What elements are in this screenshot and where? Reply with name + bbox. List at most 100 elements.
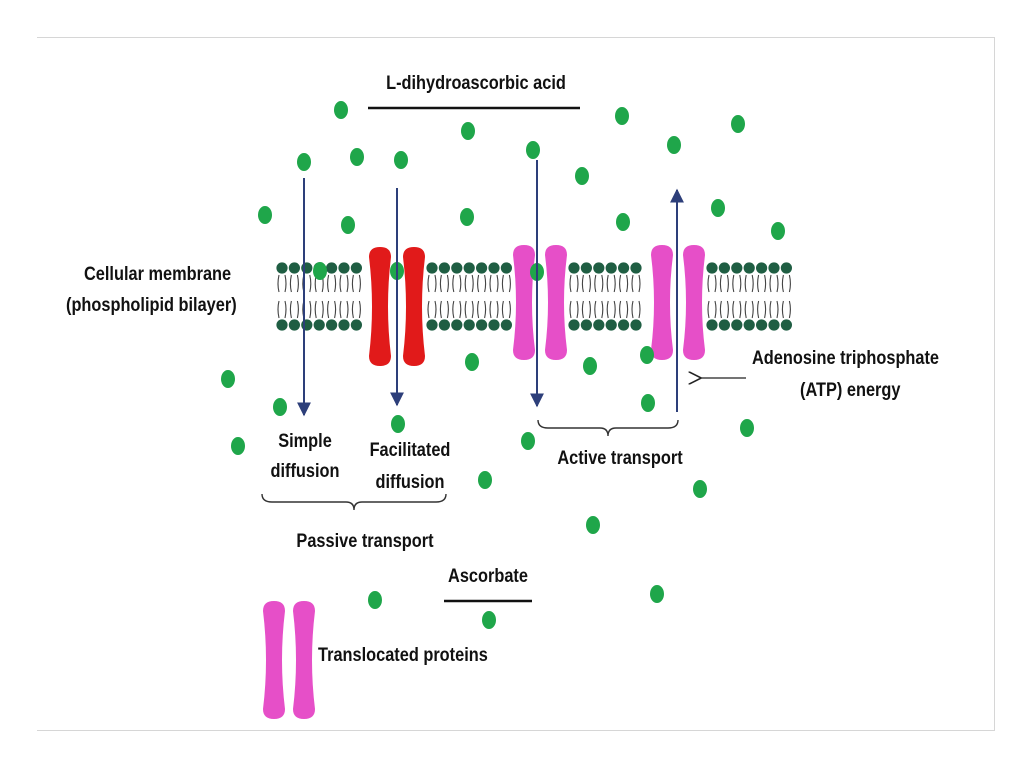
lipid-tail-lower [744, 300, 754, 319]
lipid-tail-upper [327, 274, 337, 293]
lipid-head-upper [350, 262, 362, 274]
lipid-head-lower [618, 319, 630, 331]
lipid-tail-lower [732, 300, 742, 319]
active-transport-label: Active transport [557, 448, 683, 469]
molecule-icon [465, 353, 479, 371]
molecule-icon [478, 471, 492, 489]
molecule-icon [731, 115, 745, 133]
lipid-tail-upper [594, 274, 604, 293]
membrane-label-line2: (phospholipid bilayer) [66, 295, 237, 316]
lipid-tail-lower [427, 300, 437, 319]
molecule-icon [615, 107, 629, 125]
lipid-tail-upper [619, 274, 629, 293]
channel-proteins [263, 245, 705, 719]
molecule-icon [460, 208, 474, 226]
molecule-icon [771, 222, 785, 240]
molecule-icon [297, 153, 311, 171]
lipid-head-lower [780, 319, 793, 331]
lipid-head-lower [580, 319, 593, 331]
facilitated-diffusion-label-line1: Facilitated [369, 440, 451, 461]
lipid-head-upper [451, 262, 463, 274]
lipid-tail-upper [757, 274, 767, 293]
lipid-tail-lower [606, 300, 616, 319]
lipid-head-lower [288, 319, 300, 331]
lipid-head-lower [438, 319, 450, 331]
channel-lobe [683, 245, 705, 360]
lipid-tail-upper [769, 274, 779, 293]
active-channel-icon [513, 245, 567, 360]
molecule-icon [368, 591, 382, 609]
lipid-head-lower [350, 319, 362, 331]
lipid-tail-lower [719, 300, 729, 319]
lipid-tail-upper [277, 274, 287, 293]
molecule-icon [521, 432, 535, 450]
lipid-head-lower [756, 319, 768, 331]
channel-lobe [293, 601, 315, 719]
lipid-head-lower [301, 319, 313, 331]
molecule-icon [461, 122, 475, 140]
lipid-head-lower [488, 319, 500, 331]
lipid-head-upper [743, 262, 755, 274]
lipid-head-upper [605, 262, 617, 274]
lipid-tail-upper [439, 274, 449, 293]
lipid-tail-upper [427, 274, 437, 293]
lipid-tail-lower [631, 300, 641, 319]
lipid-tail-lower [351, 300, 361, 319]
atp-label-line2: (ATP) energy [800, 380, 901, 401]
lipid-tail-upper [464, 274, 474, 293]
lipid-head-upper [301, 262, 313, 274]
lipid-tail-lower [569, 300, 579, 319]
molecule-icon [740, 419, 754, 437]
lipid-head-lower [426, 319, 438, 331]
molecule-icon [575, 167, 589, 185]
lipid-head-upper [338, 262, 350, 274]
facilitated-diffusion-label-line2: diffusion [375, 472, 445, 493]
lipid-head-upper [706, 262, 718, 274]
lipid-head-lower [500, 319, 512, 331]
lipid-tail-lower [314, 300, 324, 319]
molecule-icon [650, 585, 664, 603]
channel-lobe [263, 601, 285, 719]
molecule-icon [341, 216, 355, 234]
lipid-head-lower [476, 319, 488, 331]
lipid-head-lower [568, 319, 580, 331]
lipid-tail-lower [619, 300, 629, 319]
atp-channel-icon [651, 245, 705, 360]
lipid-head-upper [780, 262, 793, 274]
passive-transport-label: Passive transport [296, 531, 434, 552]
lipid-tail-upper [631, 274, 641, 293]
lipid-head-upper [463, 262, 475, 274]
molecule-icon [221, 370, 235, 388]
lipid-head-upper [756, 262, 768, 274]
membrane-label-line1: Cellular membrane [84, 264, 232, 285]
molecule-icon [711, 199, 725, 217]
atp-label-line1: Adenosine triphosphate [752, 348, 940, 369]
lipid-tail-lower [781, 300, 791, 319]
translocated-protein-icon [263, 601, 315, 719]
lipid-head-upper [568, 262, 580, 274]
molecule-icon [391, 415, 405, 433]
lipid-head-lower [731, 319, 743, 331]
molecule-icon [273, 398, 287, 416]
lipid-tail-lower [452, 300, 462, 319]
lipid-head-lower [313, 319, 325, 331]
simple-diffusion-label-line1: Simple [278, 431, 332, 452]
molecule-icon [258, 206, 272, 224]
lipid-tail-upper [452, 274, 462, 293]
channel-lobe [545, 245, 567, 360]
lipid-head-lower [326, 319, 338, 331]
molecule-icon [350, 148, 364, 166]
lipid-head-upper [288, 262, 300, 274]
molecules [221, 101, 785, 629]
title-label: L-dihydroascorbic acid [386, 73, 566, 94]
lipid-tail-lower [594, 300, 604, 319]
lipid-head-lower [276, 319, 288, 331]
molecule-icon [482, 611, 496, 629]
frame-right-border [994, 37, 995, 731]
lipid-head-lower [451, 319, 463, 331]
molecule-icon [394, 151, 408, 169]
facilitated-channel-icon [369, 247, 425, 366]
lipid-tail-lower [769, 300, 779, 319]
lipid-head-lower [593, 319, 605, 331]
